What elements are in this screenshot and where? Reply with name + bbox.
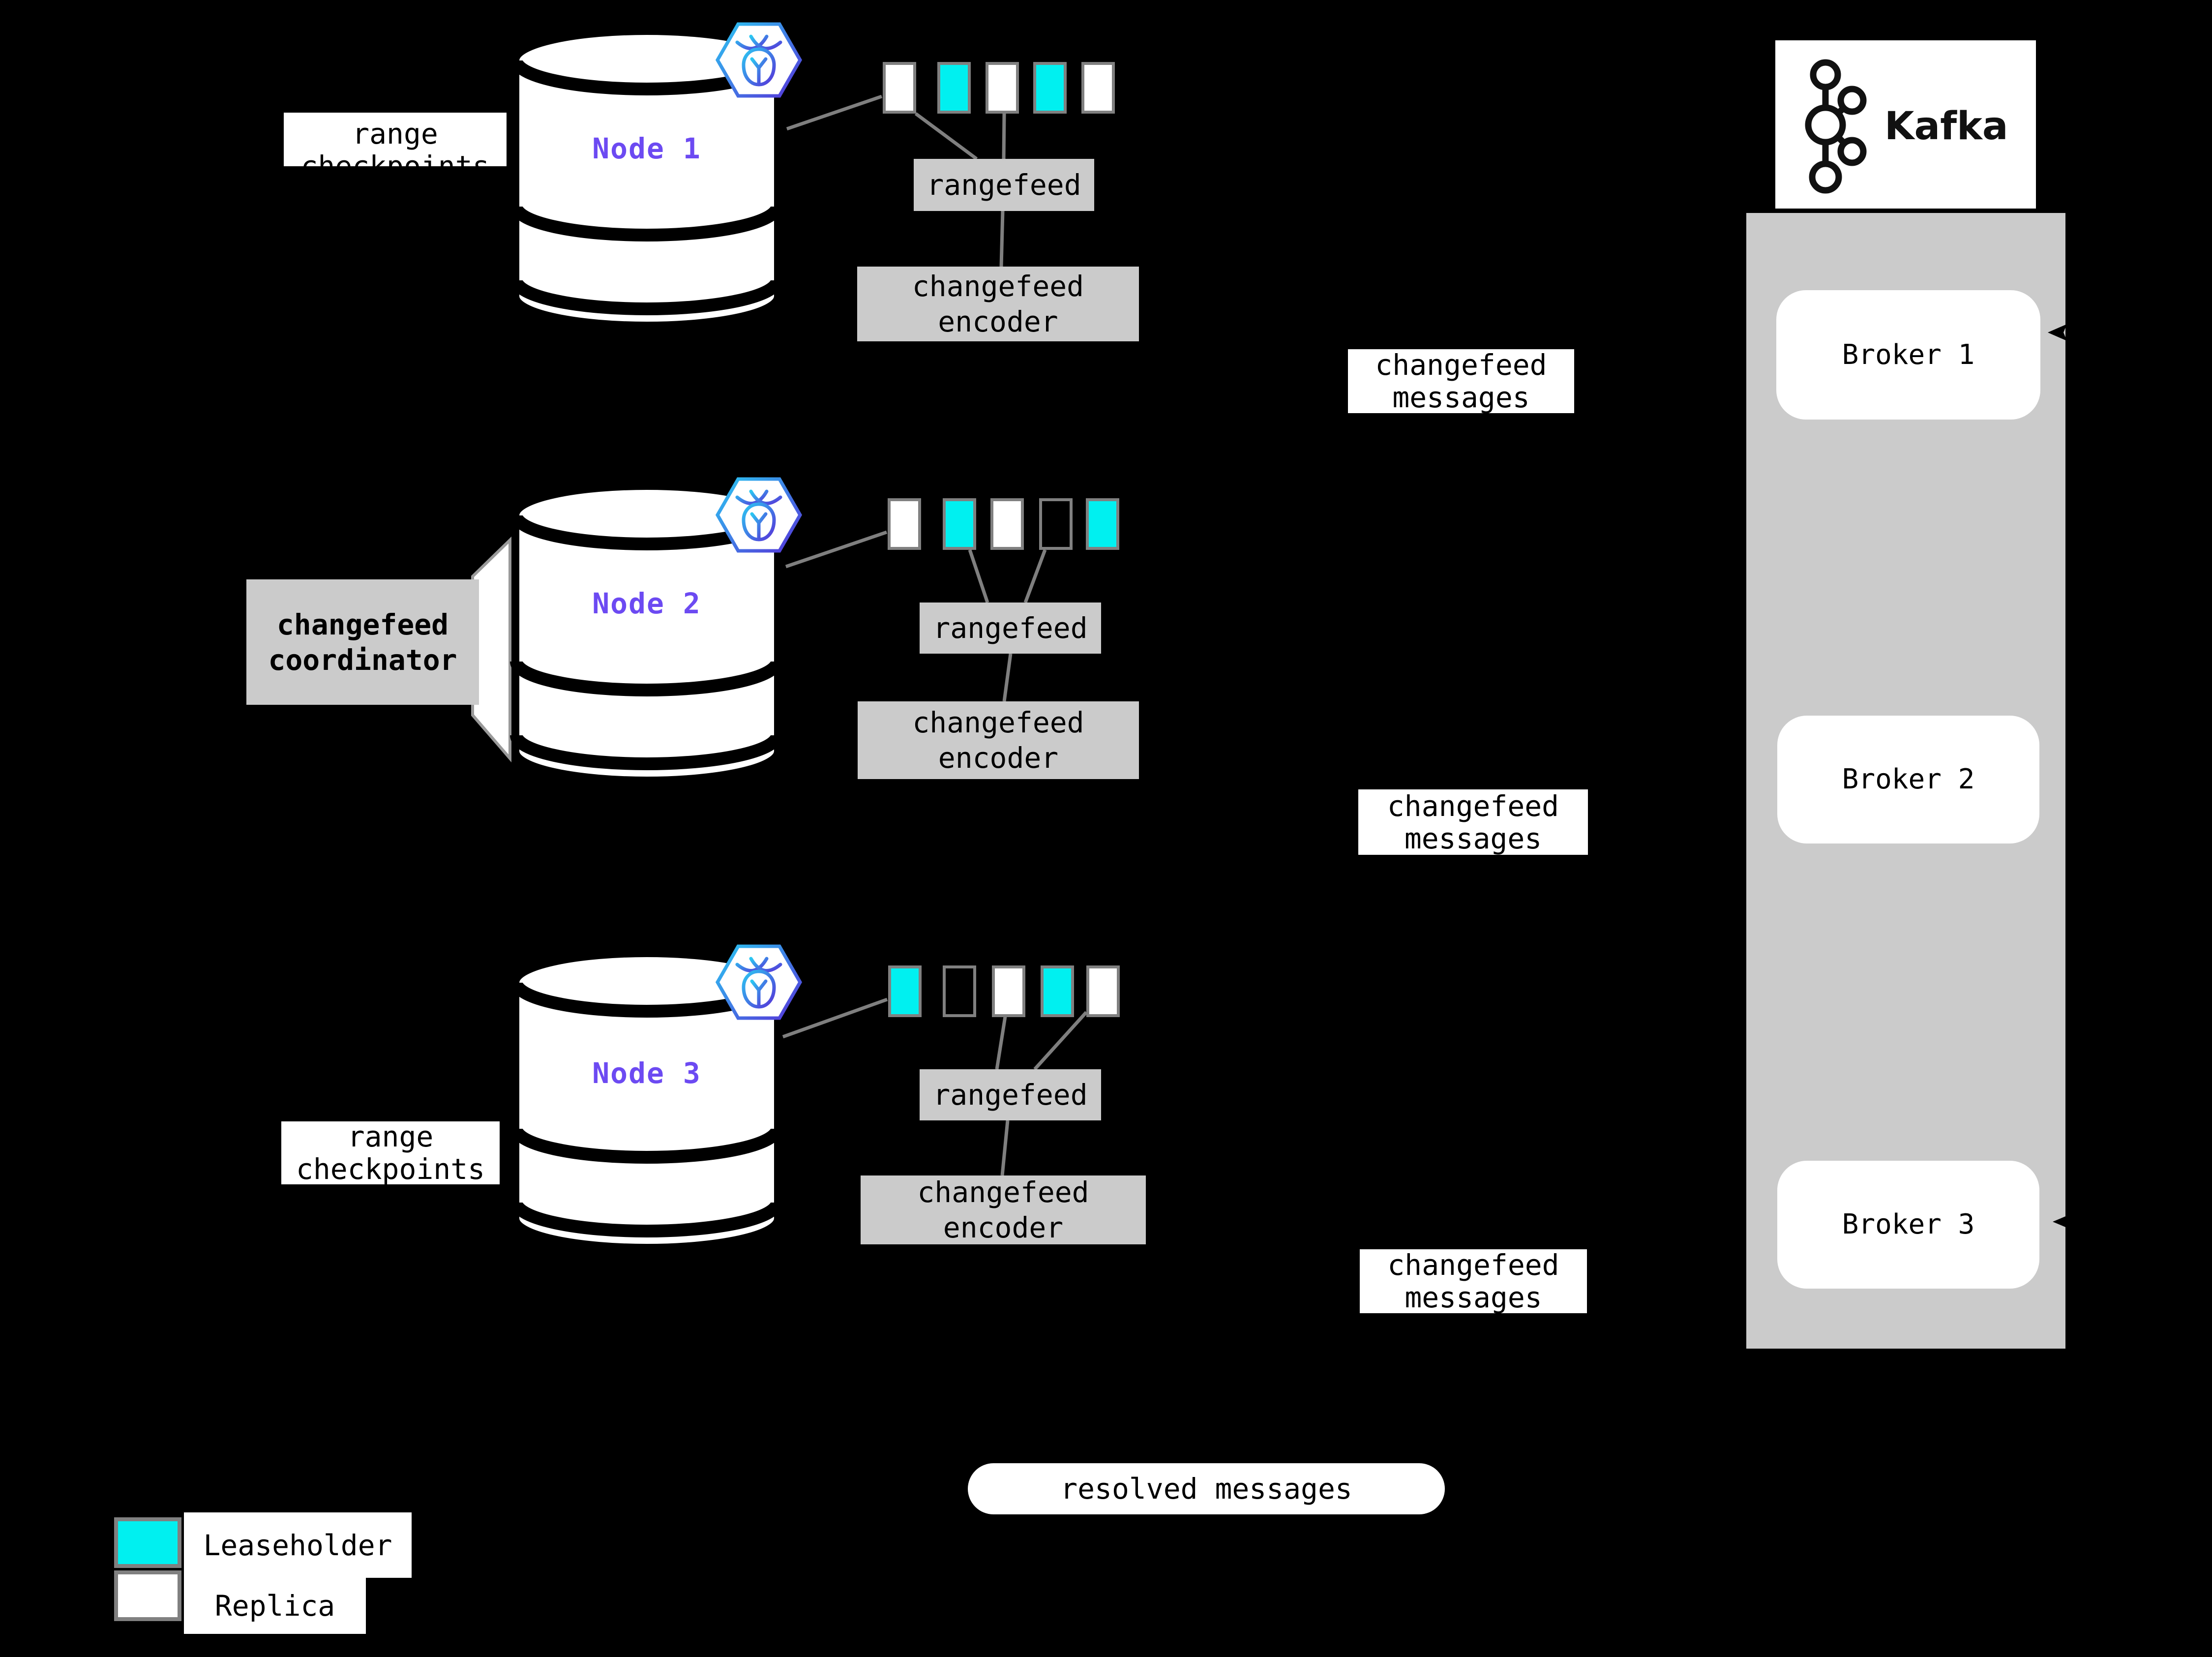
kafka-logo-icon	[1805, 59, 1867, 194]
changefeed-encoder-box-node1: changefeed encoder	[857, 267, 1139, 341]
rangefeed-box-node1: rangefeed	[914, 159, 1094, 211]
node1-range-1	[883, 62, 916, 114]
changefeed-messages-label-node1: changefeed messages	[1348, 349, 1574, 414]
broker-3: Broker 3	[1777, 1161, 2039, 1289]
changefeed-encoder-box-node2: changefeed encoder	[858, 701, 1139, 779]
broker-3-label: Broker 3	[1842, 1208, 1975, 1240]
node1-range-2	[937, 62, 971, 114]
node1-range-5	[1081, 62, 1115, 114]
node3-range-1	[888, 965, 922, 1017]
node1-range-3	[986, 62, 1019, 114]
kafka-brand-label: Kafka	[1884, 104, 2008, 149]
broker-1-label: Broker 1	[1842, 338, 1975, 371]
node1-label: Node 1	[592, 132, 701, 165]
node3-range-4	[1041, 965, 1074, 1017]
broker-1: Broker 1	[1776, 290, 2040, 420]
node2-range-1	[888, 498, 921, 550]
range-checkpoints-label-node1: range checkpoints	[284, 113, 507, 166]
kafka-logo-box	[1775, 40, 2036, 209]
rangefeed-box-node3: rangefeed	[920, 1069, 1101, 1120]
legend-leaseholder-swatch	[114, 1517, 181, 1568]
node2-range-2	[943, 498, 976, 550]
changefeed-messages-label-node3: changefeed messages	[1360, 1249, 1587, 1314]
range-checkpoints-label-node3: range checkpoints	[281, 1120, 500, 1185]
node3-label: Node 3	[592, 1056, 701, 1090]
node2-range-4	[1039, 498, 1073, 550]
node3-range-5	[1086, 965, 1120, 1017]
changefeed-encoder-box-node3: changefeed encoder	[861, 1175, 1146, 1244]
node3-range-2	[943, 965, 976, 1017]
node2-label: Node 2	[592, 587, 701, 620]
legend-leaseholder-label: Leaseholder	[184, 1512, 412, 1578]
changefeed-coordinator-box: changefeed coordinator	[246, 579, 479, 705]
node3-range-3	[992, 965, 1025, 1017]
broker-2: Broker 2	[1777, 716, 2039, 844]
legend-replica-label: Replica	[184, 1578, 366, 1634]
node2-range-5	[1086, 498, 1119, 550]
legend-replica-swatch	[114, 1570, 181, 1621]
node2-range-3	[990, 498, 1024, 550]
node1-range-4	[1033, 62, 1067, 114]
resolved-messages-pill: resolved messages	[968, 1463, 1445, 1514]
broker-2-label: Broker 2	[1842, 763, 1975, 795]
changefeed-messages-label-node2: changefeed messages	[1358, 789, 1588, 855]
rangefeed-box-node2: rangefeed	[920, 603, 1101, 654]
